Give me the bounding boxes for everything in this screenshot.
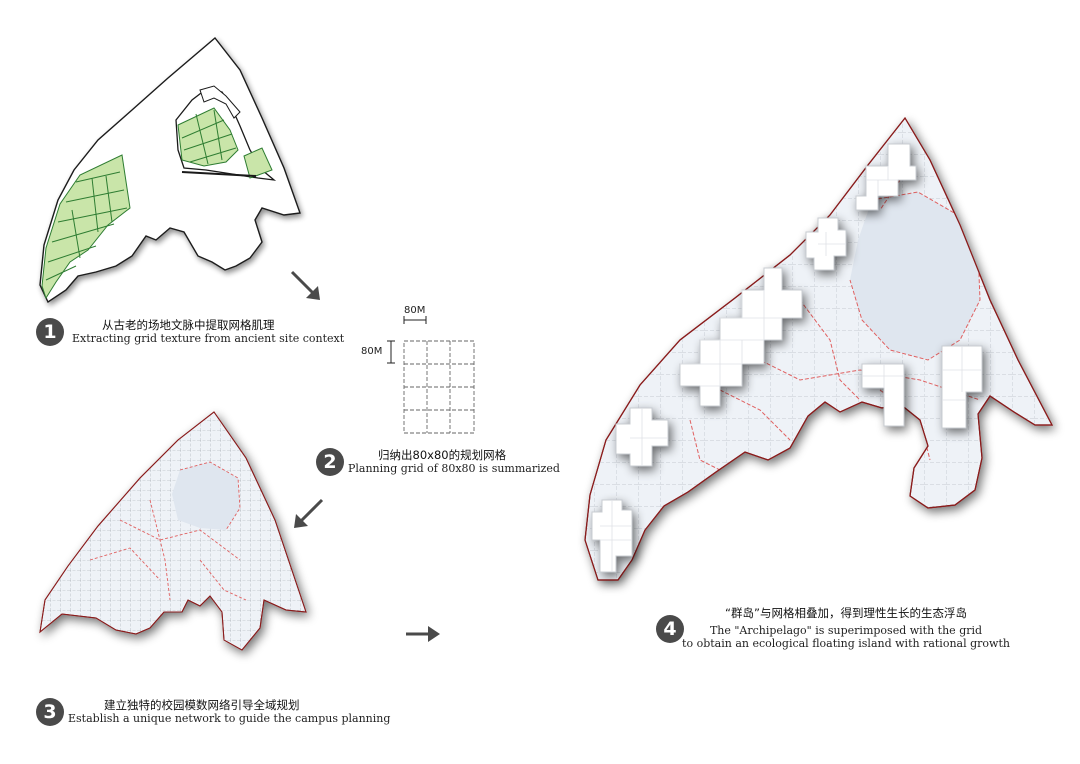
step-2-caption: 2 归纳出80x80的规划网格 Planning grid of 80x80 i… (316, 448, 560, 476)
step-3-title-en: Establish a unique network to guide the … (68, 712, 391, 725)
site-outline-1 (39, 36, 301, 304)
site-context-map (39, 36, 301, 304)
campus-network-map (39, 411, 307, 651)
arrow-3-to-4 (406, 626, 440, 642)
step-2-title-zh: 归纳出80x80的规划网格 (378, 448, 507, 462)
step-3-title-zh: 建立独特的校园模数网络引导全域规划 (104, 698, 300, 712)
green-texture-right (181, 109, 237, 165)
step-4-title-zh: “群岛”与网格相叠加，得到理性生长的生态浮岛 (725, 606, 967, 620)
step-3-caption: 3 建立独特的校园模数网络引导全域规划 Establish a unique n… (36, 698, 390, 726)
road-line (181, 171, 257, 177)
open-space-3 (172, 462, 240, 530)
step-4-title-en-2: to obtain an ecological floating island … (682, 637, 1010, 650)
island-blocks (591, 143, 983, 573)
arrow-2-to-3 (294, 498, 324, 528)
step-1-title-zh: 从古老的场地文脉中提取网格肌理 (102, 318, 275, 332)
arrow-1-to-2 (290, 270, 320, 300)
island-grid-lines (600, 166, 982, 572)
open-space-4 (850, 192, 980, 360)
building-cluster (199, 85, 241, 119)
step-4-title-en: The "Archipelago" is superimposed with t… (709, 624, 983, 637)
step-1-title-en: Extracting grid texture from ancient sit… (72, 332, 345, 345)
step-2-title-en: Planning grid of 80x80 is summarized (348, 462, 560, 475)
step-4-caption: 4 “群岛”与网格相叠加，得到理性生长的生态浮岛 The "Archipelag… (656, 607, 1016, 650)
step-1-caption: 1 从古老的场地文脉中提取网格肌理 Extracting grid textur… (36, 318, 344, 346)
grid-width-label: 80M (404, 305, 426, 316)
island-l-shape (861, 363, 905, 427)
step-2-number: 2 (316, 448, 344, 476)
archipelago-map (584, 117, 1053, 581)
step-1-number: 1 (36, 318, 64, 346)
green-field-small (243, 147, 273, 179)
green-texture-left (45, 171, 128, 281)
step-3-number: 3 (36, 698, 64, 726)
step-4-number: 4 (656, 614, 684, 643)
planning-grid-module (387, 316, 475, 434)
grid-height-label: 80M (361, 346, 383, 357)
red-paths-3 (89, 461, 247, 601)
